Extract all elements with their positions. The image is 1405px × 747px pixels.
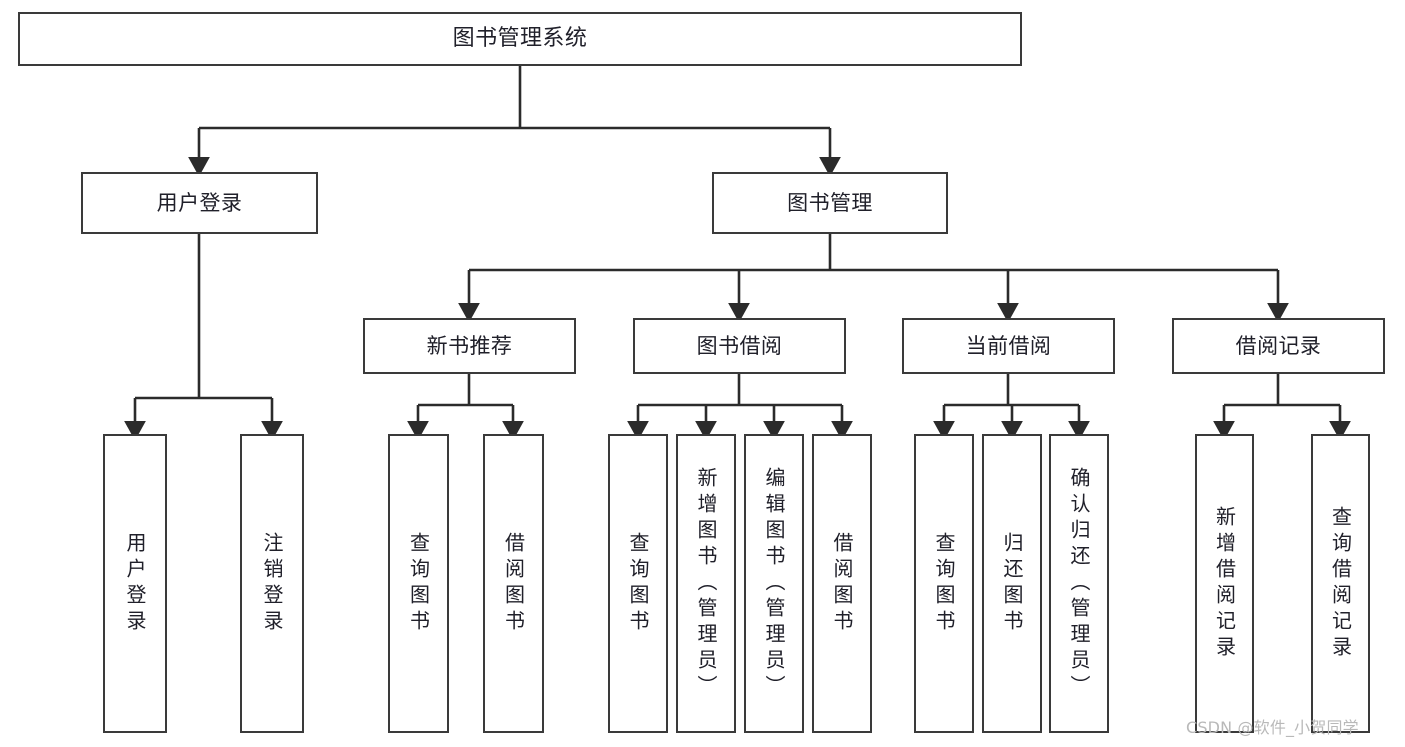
node-root-system[interactable]: 图书管理系统 [18,12,1022,66]
node-label: 查询图书 [932,531,956,636]
node-label: 新书推荐 [426,333,513,358]
node-label: 查询图书 [406,531,431,636]
watermark-text: CSDN @软件_小贺同学 [1186,718,1359,737]
node-user-login[interactable]: 用户登录 [81,172,318,234]
node-book-borrow[interactable]: 图书借阅 [633,318,846,374]
node-label: 编辑图书（管理员） [762,466,786,701]
node-label: 图书管理系统 [452,26,588,52]
node-label: 注销登录 [260,531,284,636]
node-label: 借阅图书 [501,531,526,636]
leaf-newbook-query-book[interactable]: 查询图书 [388,434,449,733]
leaf-current-confirm-return-admin[interactable]: 确认归还（管理员） [1049,434,1109,733]
leaf-borrow-query-book[interactable]: 查询图书 [608,434,668,733]
node-borrow-records[interactable]: 借阅记录 [1172,318,1385,374]
leaf-borrow-borrow-book[interactable]: 借阅图书 [812,434,872,733]
node-new-book-recommend[interactable]: 新书推荐 [363,318,576,374]
leaf-current-query-book[interactable]: 查询图书 [914,434,974,733]
leaf-records-add-record[interactable]: 新增借阅记录 [1195,434,1254,733]
node-label: 新增图书（管理员） [694,466,718,701]
leaf-user-login[interactable]: 用户登录 [103,434,167,733]
node-label: 当前借阅 [965,333,1052,358]
node-label: 查询图书 [626,531,650,636]
node-label: 新增借阅记录 [1212,505,1237,662]
node-label: 图书借阅 [696,333,783,358]
node-label: 归还图书 [1000,531,1024,636]
node-book-management[interactable]: 图书管理 [712,172,948,234]
leaf-logout[interactable]: 注销登录 [240,434,304,733]
node-label: 查询借阅记录 [1328,505,1353,662]
node-current-borrow[interactable]: 当前借阅 [902,318,1115,374]
node-label: 确认归还（管理员） [1067,466,1091,701]
node-label: 借阅图书 [830,531,854,636]
leaf-newbook-borrow-book[interactable]: 借阅图书 [483,434,544,733]
leaf-records-query-record[interactable]: 查询借阅记录 [1311,434,1370,733]
leaf-current-return-book[interactable]: 归还图书 [982,434,1042,733]
node-label: 借阅记录 [1235,333,1322,358]
node-label: 用户登录 [156,190,243,215]
node-label: 用户登录 [123,531,147,636]
leaf-borrow-add-book-admin[interactable]: 新增图书（管理员） [676,434,736,733]
leaf-borrow-edit-book-admin[interactable]: 编辑图书（管理员） [744,434,804,733]
node-label: 图书管理 [787,190,873,215]
